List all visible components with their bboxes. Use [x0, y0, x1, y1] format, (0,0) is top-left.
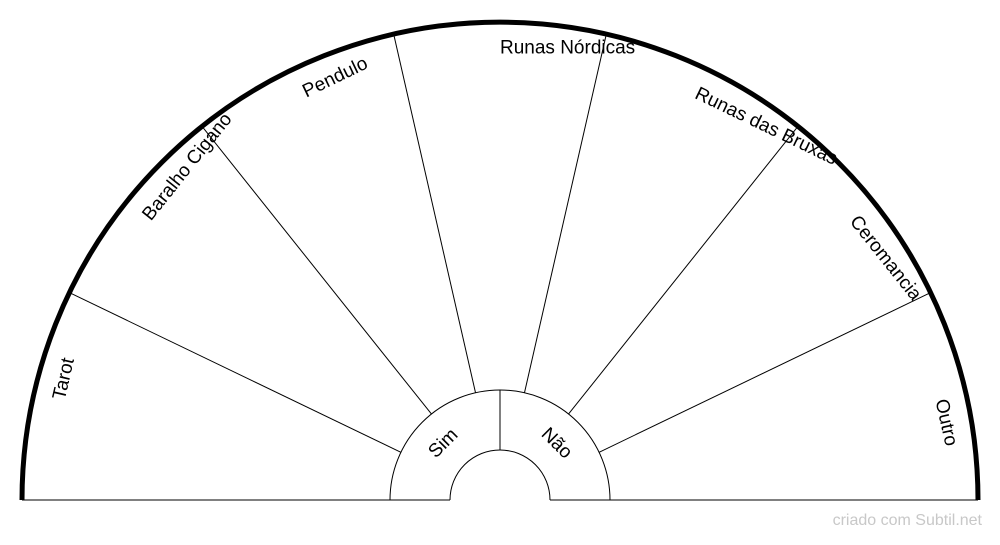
- sector-label: Runas das Bruxas: [692, 83, 841, 169]
- answer-label: Não: [537, 424, 576, 463]
- answer-label: Sim: [424, 424, 462, 462]
- sector-label: Runas Nórdicas: [500, 38, 635, 59]
- chart-lines: [19, 19, 981, 501]
- sector-divider: [598, 292, 931, 453]
- sector-divider: [568, 125, 799, 415]
- sector-divider: [201, 125, 432, 415]
- footer-credit: criado com Subtil.net: [832, 512, 982, 529]
- outer-arc: [19, 19, 981, 501]
- sector-label: Tarot: [49, 355, 79, 402]
- sector-divider: [393, 33, 477, 393]
- inner-arc: [449, 449, 551, 501]
- sector-divider: [69, 292, 402, 453]
- sector-divider: [523, 33, 607, 393]
- sector-label: Outro: [930, 397, 961, 448]
- sector-label: Baralho Cigano: [138, 109, 236, 225]
